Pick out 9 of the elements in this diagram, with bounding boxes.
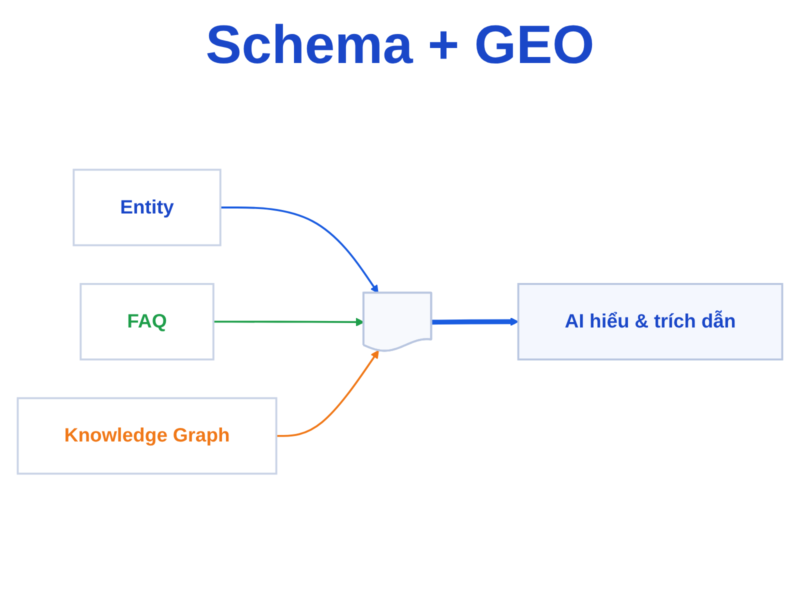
arrow [213,318,364,327]
node-box: Entity [72,169,222,246]
diagram-title: Schema + GEO [204,14,596,76]
arrow [220,206,378,294]
arrow [432,318,519,326]
node-box: AI hiểu & trích dẫn [517,283,784,361]
node-box: Knowledge Graph [16,398,278,475]
arrow [276,350,379,438]
node-box: FAQ [80,283,214,361]
